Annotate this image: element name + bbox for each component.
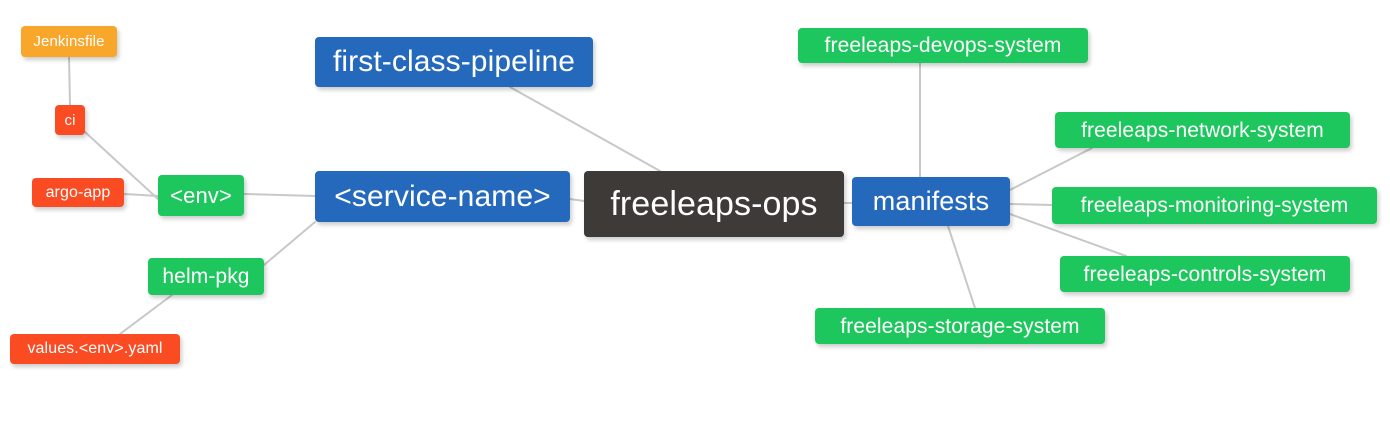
- node-label-freeleaps-controls-system: freeleaps-controls-system: [1083, 262, 1327, 286]
- edge-argo-app-to-env: [123, 193, 159, 197]
- node-first-class-pipeline[interactable]: first-class-pipeline: [315, 37, 593, 87]
- node-jenkinsfile[interactable]: Jenkinsfile: [21, 26, 117, 57]
- edge-service-name-to-helm-pkg: [263, 221, 316, 266]
- node-freeleaps-controls-system[interactable]: freeleaps-controls-system: [1060, 256, 1350, 292]
- edge-first-class-pipeline-to-freeleaps-ops: [509, 86, 661, 172]
- node-label-manifests: manifests: [872, 186, 990, 216]
- node-label-argo-app: argo-app: [45, 183, 111, 201]
- node-label-ci: ci: [64, 111, 76, 129]
- node-label-helm-pkg: helm-pkg: [162, 265, 250, 288]
- node-helm-pkg[interactable]: helm-pkg: [148, 258, 264, 295]
- node-label-freeleaps-network-system: freeleaps-network-system: [1081, 118, 1324, 142]
- node-env[interactable]: <env>: [158, 175, 244, 216]
- edge-manifests-to-freeleaps-monitoring-system: [1009, 203, 1053, 206]
- node-label-service-name: <service-name>: [334, 179, 551, 213]
- node-ci[interactable]: ci: [55, 105, 85, 135]
- node-freeleaps-ops[interactable]: freeleaps-ops: [584, 171, 844, 237]
- node-freeleaps-storage-system[interactable]: freeleaps-storage-system: [815, 308, 1105, 344]
- edge-manifests-to-freeleaps-storage-system: [947, 225, 976, 309]
- node-manifests[interactable]: manifests: [852, 177, 1010, 226]
- edge-jenkinsfile-to-ci: [68, 56, 71, 106]
- node-label-env: <env>: [170, 182, 232, 208]
- node-label-freeleaps-ops: freeleaps-ops: [610, 185, 818, 223]
- edge-env-to-service-name: [243, 193, 316, 197]
- edge-helm-pkg-to-values-yaml: [119, 294, 173, 335]
- node-label-jenkinsfile: Jenkinsfile: [33, 33, 105, 50]
- node-freeleaps-monitoring-system[interactable]: freeleaps-monitoring-system: [1052, 187, 1377, 224]
- node-service-name[interactable]: <service-name>: [315, 171, 570, 222]
- node-label-freeleaps-monitoring-system: freeleaps-monitoring-system: [1080, 194, 1349, 217]
- node-label-freeleaps-devops-system: freeleaps-devops-system: [824, 34, 1062, 57]
- node-freeleaps-devops-system[interactable]: freeleaps-devops-system: [798, 28, 1088, 63]
- edge-manifests-to-freeleaps-network-system: [1009, 147, 1093, 191]
- edge-service-name-to-freeleaps-ops: [569, 198, 585, 202]
- node-label-first-class-pipeline: first-class-pipeline: [332, 45, 576, 78]
- node-values-yaml[interactable]: values.<env>.yaml: [10, 334, 180, 364]
- node-label-values-yaml: values.<env>.yaml: [27, 340, 163, 357]
- node-argo-app[interactable]: argo-app: [32, 178, 124, 207]
- node-freeleaps-network-system[interactable]: freeleaps-network-system: [1055, 112, 1350, 148]
- node-label-freeleaps-storage-system: freeleaps-storage-system: [840, 314, 1080, 338]
